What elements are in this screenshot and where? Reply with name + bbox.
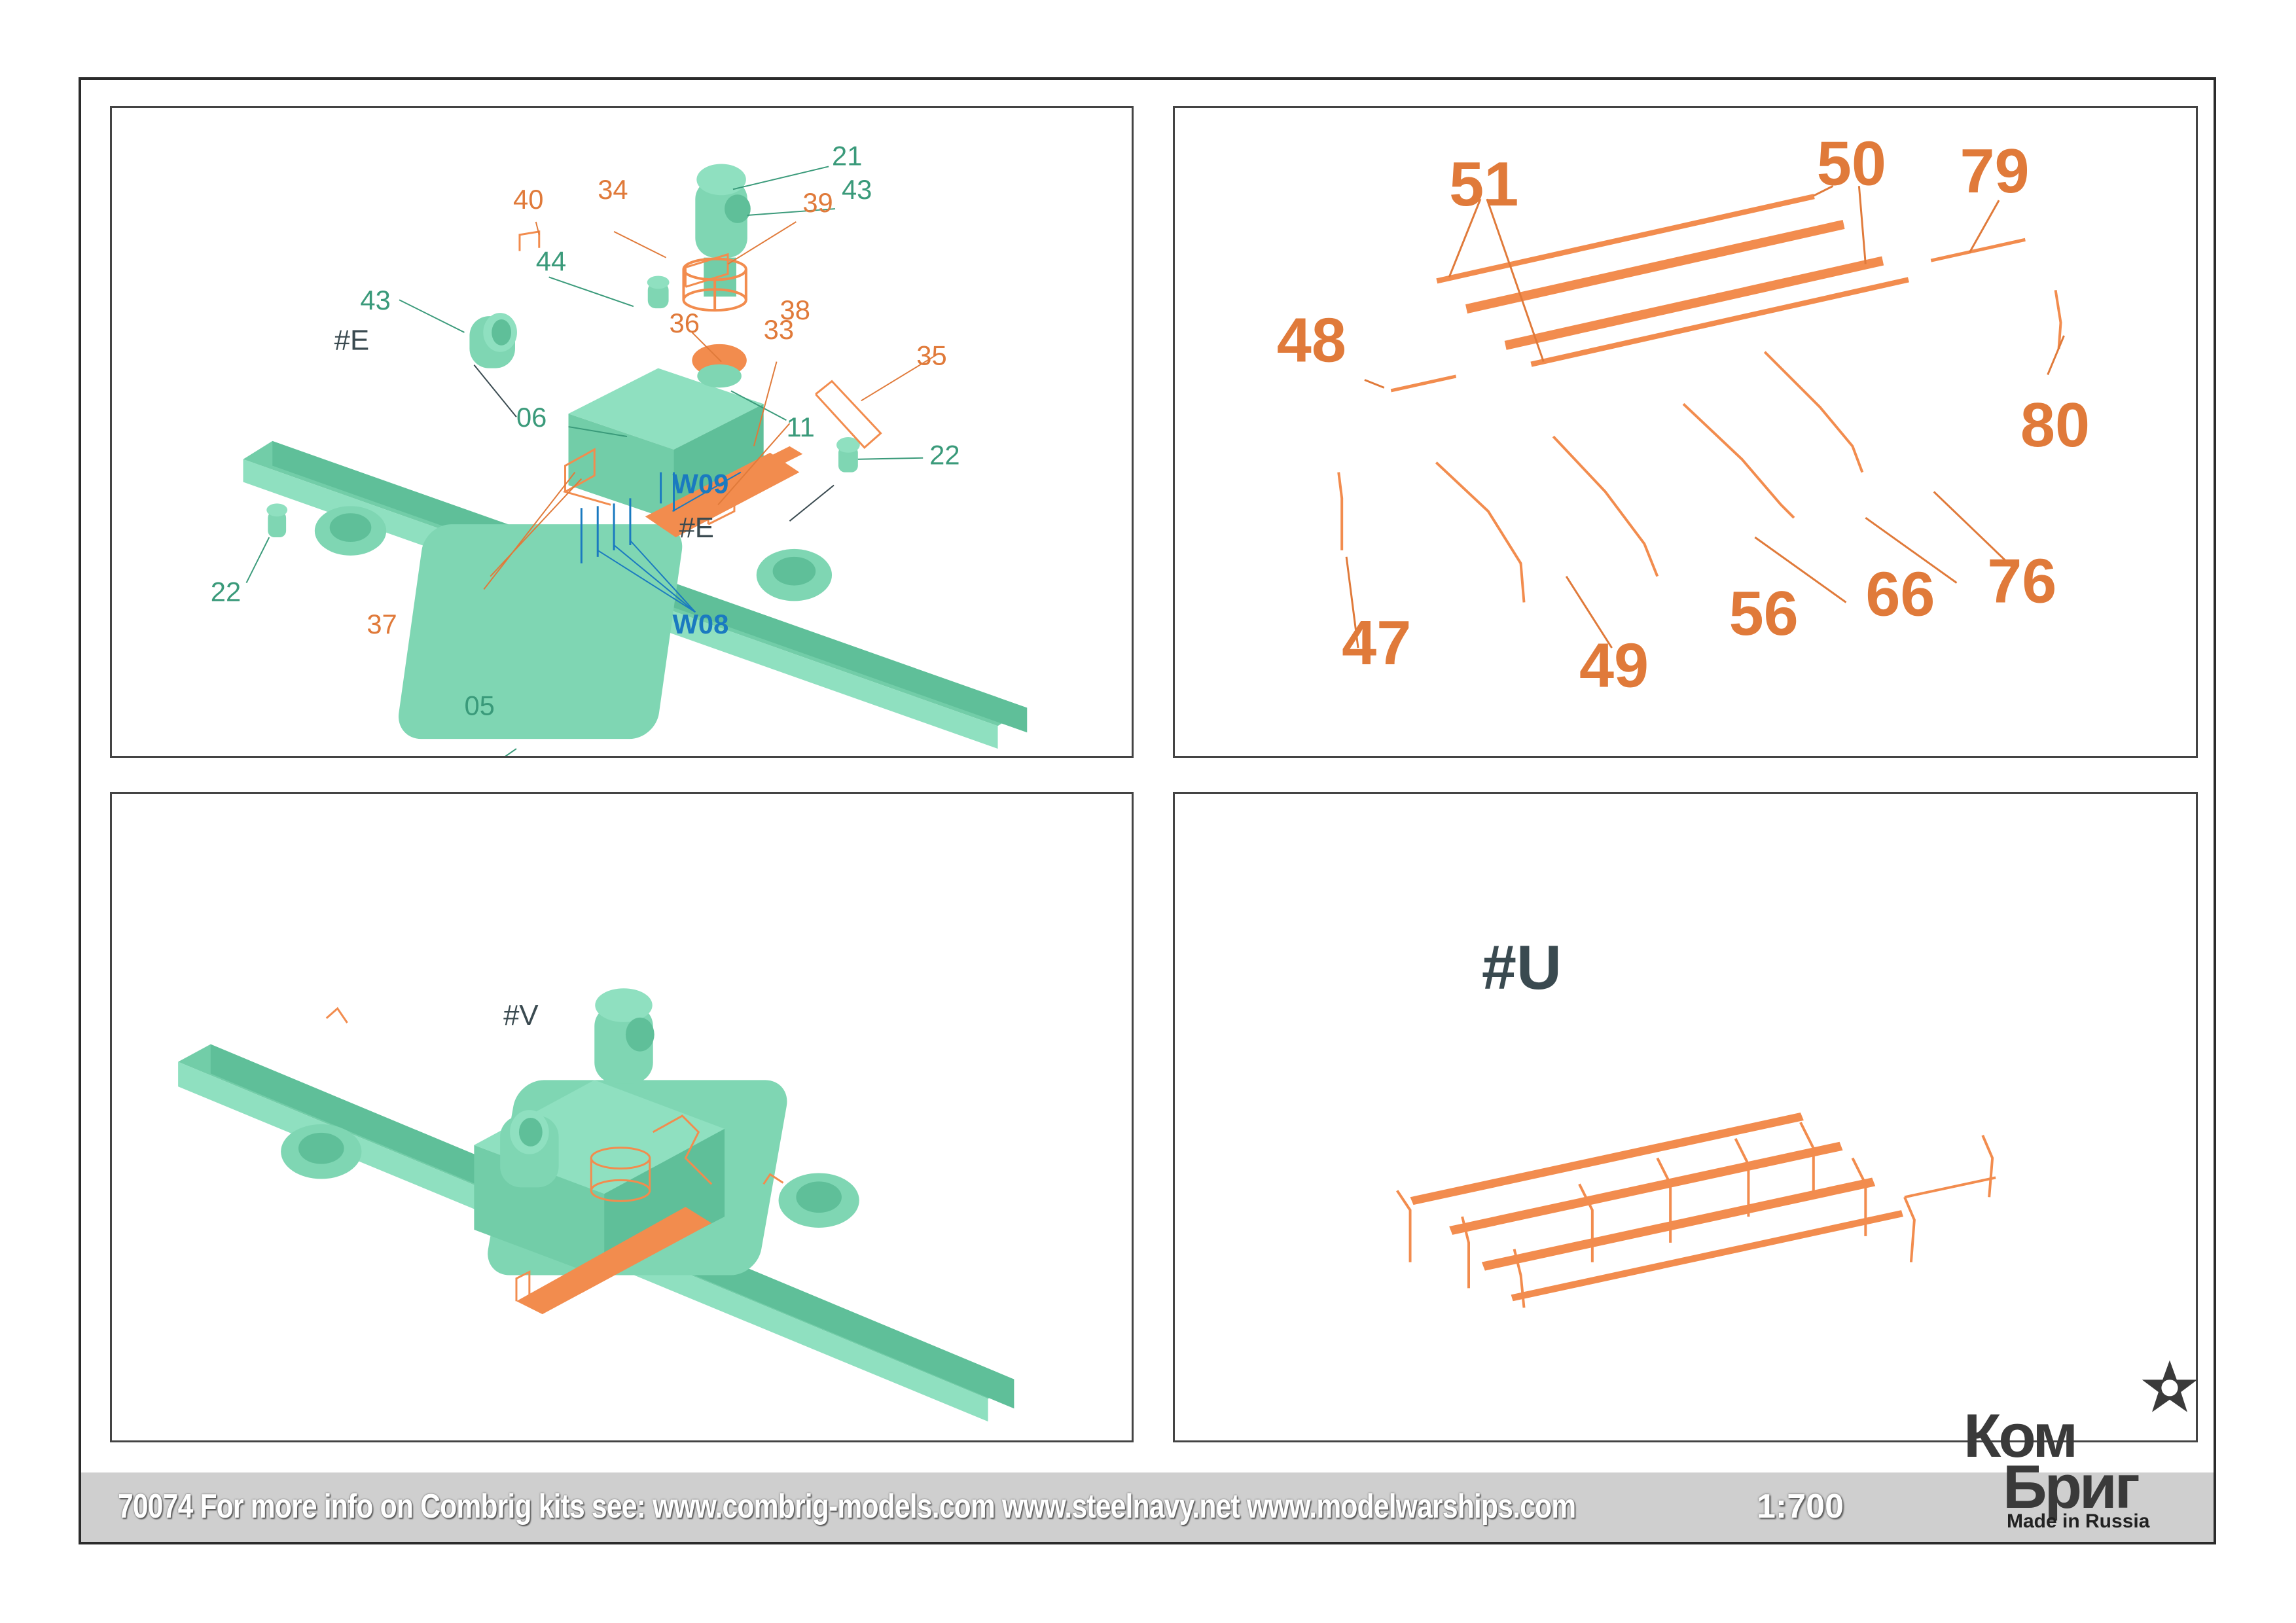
label-11: 11 [786, 412, 814, 442]
panel-assembled-V: #V [110, 792, 1134, 1442]
footer-info-text: 70074 For more info on Combrig kits see:… [118, 1488, 1576, 1525]
ladder-part-35 [815, 380, 882, 449]
label-34: 34 [598, 174, 628, 205]
label-36: 36 [670, 308, 700, 338]
logo-top-word: Ком [1964, 1401, 2078, 1470]
label-06: 06 [516, 402, 547, 433]
part-22-left [266, 503, 288, 538]
panel-exploded-assembly: 21 43 44 43 06 11 22 22 05 40 34 39 36 3… [110, 106, 1134, 758]
label-66: 66 [1865, 560, 1935, 629]
label-39: 39 [802, 187, 833, 218]
director-part-43-left [469, 313, 517, 368]
etched-strip-48 [1390, 374, 1457, 393]
label-W08: W08 [673, 609, 729, 639]
label-V: #V [503, 999, 538, 1031]
label-E-left: #E [334, 325, 369, 357]
footer-bar: 70074 For more info on Combrig kits see:… [81, 1472, 2214, 1542]
etched-strips-50-51 [1436, 194, 1909, 367]
etched-parts-drawing: 51 50 79 48 80 76 66 56 49 47 [1277, 129, 2090, 701]
label-21: 21 [832, 140, 862, 171]
railing-part-34 [682, 257, 747, 312]
label-22-left: 22 [211, 576, 241, 607]
disc-part-11 [697, 364, 742, 388]
footer-scale: 1:700 [1757, 1488, 1844, 1525]
exploded-assembly-drawing: 21 43 44 43 06 11 22 22 05 40 34 39 36 3… [211, 140, 1028, 756]
sheet-frame [79, 77, 2216, 1544]
panel-assembled-U: #U [1173, 792, 2198, 1442]
platform-assembled [516, 1207, 712, 1315]
label-40: 40 [513, 184, 543, 215]
label-44: 44 [536, 245, 566, 276]
label-80: 80 [2020, 391, 2090, 460]
label-U: #U [1482, 933, 1562, 1003]
label-51: 51 [1449, 150, 1518, 219]
label-48: 48 [1277, 306, 1346, 376]
part-22-right [836, 437, 860, 473]
ladder-strip-33 [763, 446, 803, 467]
star-icon [2142, 1360, 2198, 1412]
etched-frame-assembled [1410, 1113, 1903, 1302]
railing-part-37 [562, 448, 611, 506]
label-49: 49 [1579, 632, 1649, 701]
railings-assembled [325, 1007, 784, 1302]
railing-part-39 [684, 253, 729, 288]
assembled-V-drawing: #V [178, 988, 1014, 1422]
logo-made-in: Made in Russia [2007, 1510, 2150, 1532]
panel-etched-parts: 51 50 79 48 80 76 66 56 49 47 [1173, 106, 2198, 758]
stanchions-assembled [1396, 1122, 1996, 1308]
label-38: 38 [780, 294, 810, 325]
director-part-43 [695, 164, 751, 297]
etched-strip-79 [1930, 238, 2026, 262]
label-47: 47 [1342, 609, 1411, 678]
label-37: 37 [367, 609, 397, 639]
label-E-right: #E [679, 512, 713, 544]
railing-part-38 [707, 484, 736, 526]
part-44 [647, 276, 670, 309]
label-56: 56 [1729, 579, 1799, 649]
combrig-logo: Ком Бриг Made in Russia [1957, 1353, 2206, 1543]
label-33: 33 [764, 314, 794, 345]
logo-bottom-word: Бриг [2003, 1452, 2140, 1521]
wire-parts [580, 472, 675, 563]
platform-part-33 [645, 452, 800, 538]
label-50: 50 [1817, 129, 1886, 198]
label-76: 76 [1987, 546, 2056, 616]
etched-stanchions [1337, 289, 2062, 603]
label-05: 05 [464, 690, 494, 721]
label-79: 79 [1960, 137, 2029, 206]
label-W09: W09 [673, 468, 729, 499]
label-43-left: 43 [360, 285, 390, 315]
label-43-top: 43 [842, 174, 872, 205]
railing-part-40 [518, 230, 541, 251]
assembled-U-drawing: #U [1396, 933, 1996, 1308]
deck-part-05 [243, 440, 1028, 749]
label-35: 35 [916, 340, 946, 371]
label-22-right: 22 [929, 440, 960, 471]
